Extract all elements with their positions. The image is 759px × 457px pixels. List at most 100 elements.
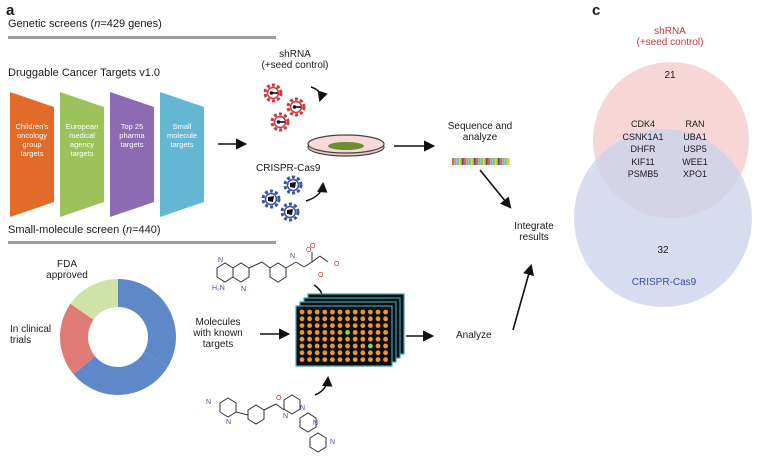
plate-well <box>368 336 373 342</box>
plate-well <box>360 323 366 328</box>
plate-well <box>352 336 358 342</box>
venn-gene-label: KIF11 <box>631 156 655 167</box>
analyze-label: Analyze <box>456 330 492 341</box>
barcode-bar <box>471 158 474 165</box>
barcode-bar <box>500 158 503 165</box>
plate-well <box>330 316 335 322</box>
plate-well <box>322 350 328 356</box>
target-box-label: Small molecule targets <box>166 122 197 149</box>
venn-crispr-circle <box>574 129 752 307</box>
plate-well <box>368 350 373 356</box>
plate-well <box>330 343 335 349</box>
plate-well <box>337 357 343 362</box>
donut-chart <box>60 279 176 395</box>
barcode-bar <box>507 158 510 165</box>
barcode-bar <box>488 158 491 165</box>
crispr-curve-arrow <box>305 181 328 202</box>
plate-well <box>314 350 320 356</box>
venn-gene-label: DHFR <box>630 144 656 154</box>
plate-well <box>307 330 312 335</box>
plate-well <box>352 330 358 335</box>
plate-well <box>299 323 305 328</box>
plate-well <box>322 323 328 328</box>
plate-well <box>330 323 335 328</box>
svg-text:H₂N: H₂N <box>212 285 225 292</box>
venn-gene-label: XPO1 <box>682 169 707 179</box>
barcode-bar <box>473 158 476 165</box>
plate-well <box>330 309 335 315</box>
plate-well <box>322 316 328 322</box>
plate-well <box>360 350 366 356</box>
plate-well <box>383 350 388 356</box>
plate-well <box>345 336 350 342</box>
plate-well <box>314 336 320 342</box>
plate-well <box>307 309 312 315</box>
donut-segment-other <box>73 352 169 395</box>
small-molecule-title: Small-molecule screen (n=440) <box>8 224 161 236</box>
donut-segment-clinical <box>60 303 96 375</box>
plate-well <box>383 336 388 342</box>
svg-text:N: N <box>218 257 223 264</box>
venn-gene-label: WEE1 <box>682 156 708 167</box>
plate-well <box>337 330 343 335</box>
plate-well <box>337 343 343 349</box>
plate <box>295 305 393 367</box>
plate-well <box>383 309 388 315</box>
barcode-bar <box>468 158 471 165</box>
target-box-4: Small molecule targets <box>160 92 204 217</box>
plate-well <box>345 316 350 322</box>
plate-well <box>352 309 358 315</box>
plate-well <box>307 357 312 362</box>
plate-well <box>330 357 335 362</box>
plate-well <box>307 316 312 322</box>
plate-well <box>299 309 305 315</box>
plate-well <box>345 350 350 356</box>
barcode-bar <box>478 158 481 165</box>
barcode-bar <box>464 158 467 165</box>
plate-well <box>360 357 366 362</box>
barcode-bar <box>459 158 462 165</box>
plate-well <box>368 309 373 315</box>
plate-well <box>383 316 388 322</box>
barcode-bar <box>466 158 469 165</box>
plate-well <box>352 357 358 362</box>
venn-crispr-label: CRISPR-Cas9 <box>631 277 697 288</box>
plate-well <box>360 309 366 315</box>
plate-well <box>352 343 358 349</box>
venn-gene-label: PSMB5 <box>627 169 659 179</box>
plate-well <box>307 323 312 328</box>
plate-well <box>330 350 335 356</box>
petri-dish-icon <box>307 134 385 157</box>
plate-well <box>360 343 366 349</box>
barcode-bar <box>461 158 464 165</box>
svg-text:N: N <box>226 419 231 426</box>
svg-text:O: O <box>276 395 282 402</box>
svg-text:N: N <box>300 405 305 412</box>
plate-well <box>345 323 350 328</box>
barcode-bar <box>483 158 486 165</box>
plate-well <box>299 350 305 356</box>
barcode-bar <box>480 158 483 165</box>
plate-well <box>352 323 358 328</box>
crispr-label: CRISPR-Cas9 <box>256 163 321 174</box>
plate-well <box>375 357 381 362</box>
plate-well <box>360 316 366 322</box>
plate-well <box>383 357 388 362</box>
molecule-top-labels: N H₂N N N O O O O <box>212 243 340 293</box>
plate-well <box>360 336 366 342</box>
plate-well <box>322 343 328 349</box>
plate-well <box>345 309 350 315</box>
plate-well <box>375 330 381 335</box>
venn-gene-label: CDK4 <box>630 119 655 129</box>
barcode-bar <box>502 158 505 165</box>
svg-text:N: N <box>313 420 318 427</box>
plate-well <box>299 343 305 349</box>
plate-well <box>307 350 312 356</box>
plate-well <box>337 350 343 356</box>
plate-well <box>314 309 320 315</box>
